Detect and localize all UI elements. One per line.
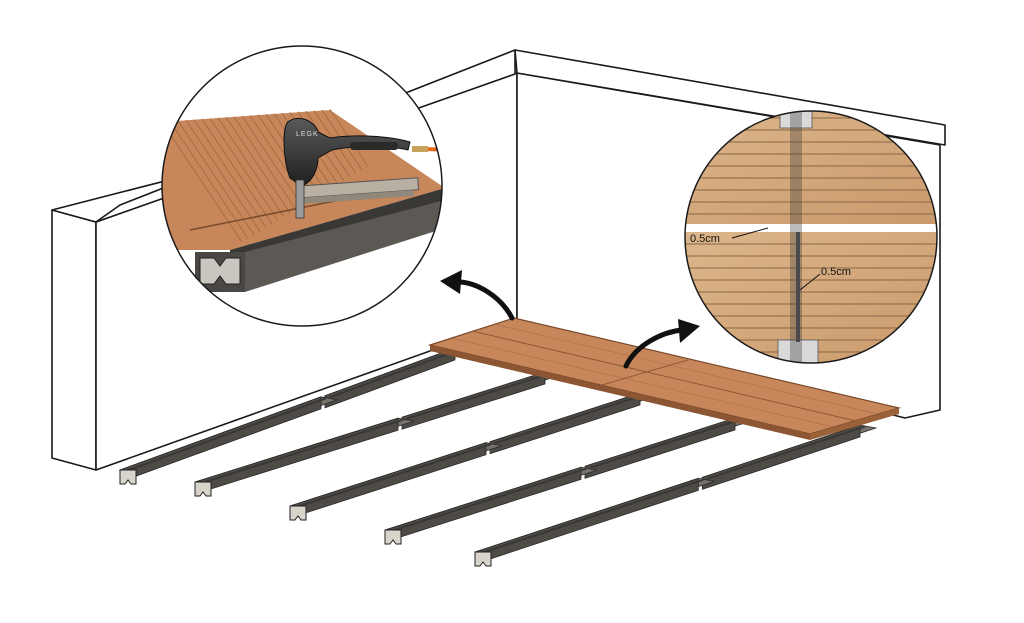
joist-groove — [494, 393, 646, 445]
arrow-head — [678, 319, 700, 343]
deck-groove — [241, 115, 303, 207]
deck-board-seam — [492, 323, 879, 415]
nailgun-detail-circle: LEGK — [161, 45, 443, 327]
joist-groove — [589, 418, 741, 469]
deck-board-front-edge — [810, 408, 899, 440]
nail-gun-rail — [300, 190, 415, 204]
arrow-head — [440, 270, 462, 294]
deck-board-joint — [601, 359, 689, 386]
deck-groove — [225, 116, 291, 214]
left-wall — [51, 209, 97, 471]
joists-group — [118, 347, 878, 567]
joist-end-profile — [289, 505, 307, 521]
arrow-icon — [623, 327, 685, 369]
gap-label-top: 0.5cm — [690, 233, 720, 245]
joist-end-profile — [474, 551, 492, 567]
joist-body — [245, 200, 442, 292]
deck-groove — [201, 118, 273, 225]
joist-end-profile — [194, 481, 212, 497]
joist-profile — [199, 257, 241, 285]
nail-gun-nose — [295, 179, 305, 219]
deck-groove — [193, 119, 267, 228]
joist-groove — [406, 372, 551, 420]
joist-groove — [329, 348, 461, 399]
deck-joint — [189, 199, 341, 231]
joist-end-profile — [384, 529, 402, 545]
joist-groove — [294, 443, 492, 509]
deck-groove — [169, 121, 249, 239]
joist-groove — [706, 425, 866, 480]
board-gap — [685, 224, 937, 232]
deck-groove — [177, 120, 255, 236]
joist-groove — [479, 478, 704, 555]
joist-groove — [389, 467, 587, 533]
deck-board-seam — [471, 330, 857, 422]
deck-board-seam — [450, 337, 834, 428]
joist-side — [401, 371, 546, 430]
deck-groove — [209, 118, 279, 221]
nailgun-brand-label: LEGK — [296, 131, 319, 138]
arrows — [440, 270, 700, 369]
gap-label-joint: 0.5cm — [821, 266, 851, 278]
nail-gun-handle-grip — [350, 142, 398, 150]
joist-side — [701, 424, 861, 490]
air-fitting — [412, 146, 428, 152]
deck-groove — [233, 116, 297, 210]
arrow-icon — [455, 279, 515, 321]
deck-boards — [427, 317, 902, 440]
deck-groove — [185, 119, 261, 232]
joist-end-profile — [119, 469, 137, 485]
joist-top-upper — [779, 111, 813, 129]
joist-side — [489, 392, 641, 455]
board-joint-gap — [796, 232, 800, 342]
nail-gun-icon: LEGK — [283, 117, 442, 219]
joist-side — [584, 417, 736, 479]
gap-leader-joint — [799, 273, 821, 291]
deck-board-edge — [430, 345, 810, 440]
joist-groove — [124, 397, 327, 473]
gap-leader-top — [731, 227, 769, 239]
joist-groove — [199, 418, 404, 485]
deck-groove — [217, 117, 285, 218]
